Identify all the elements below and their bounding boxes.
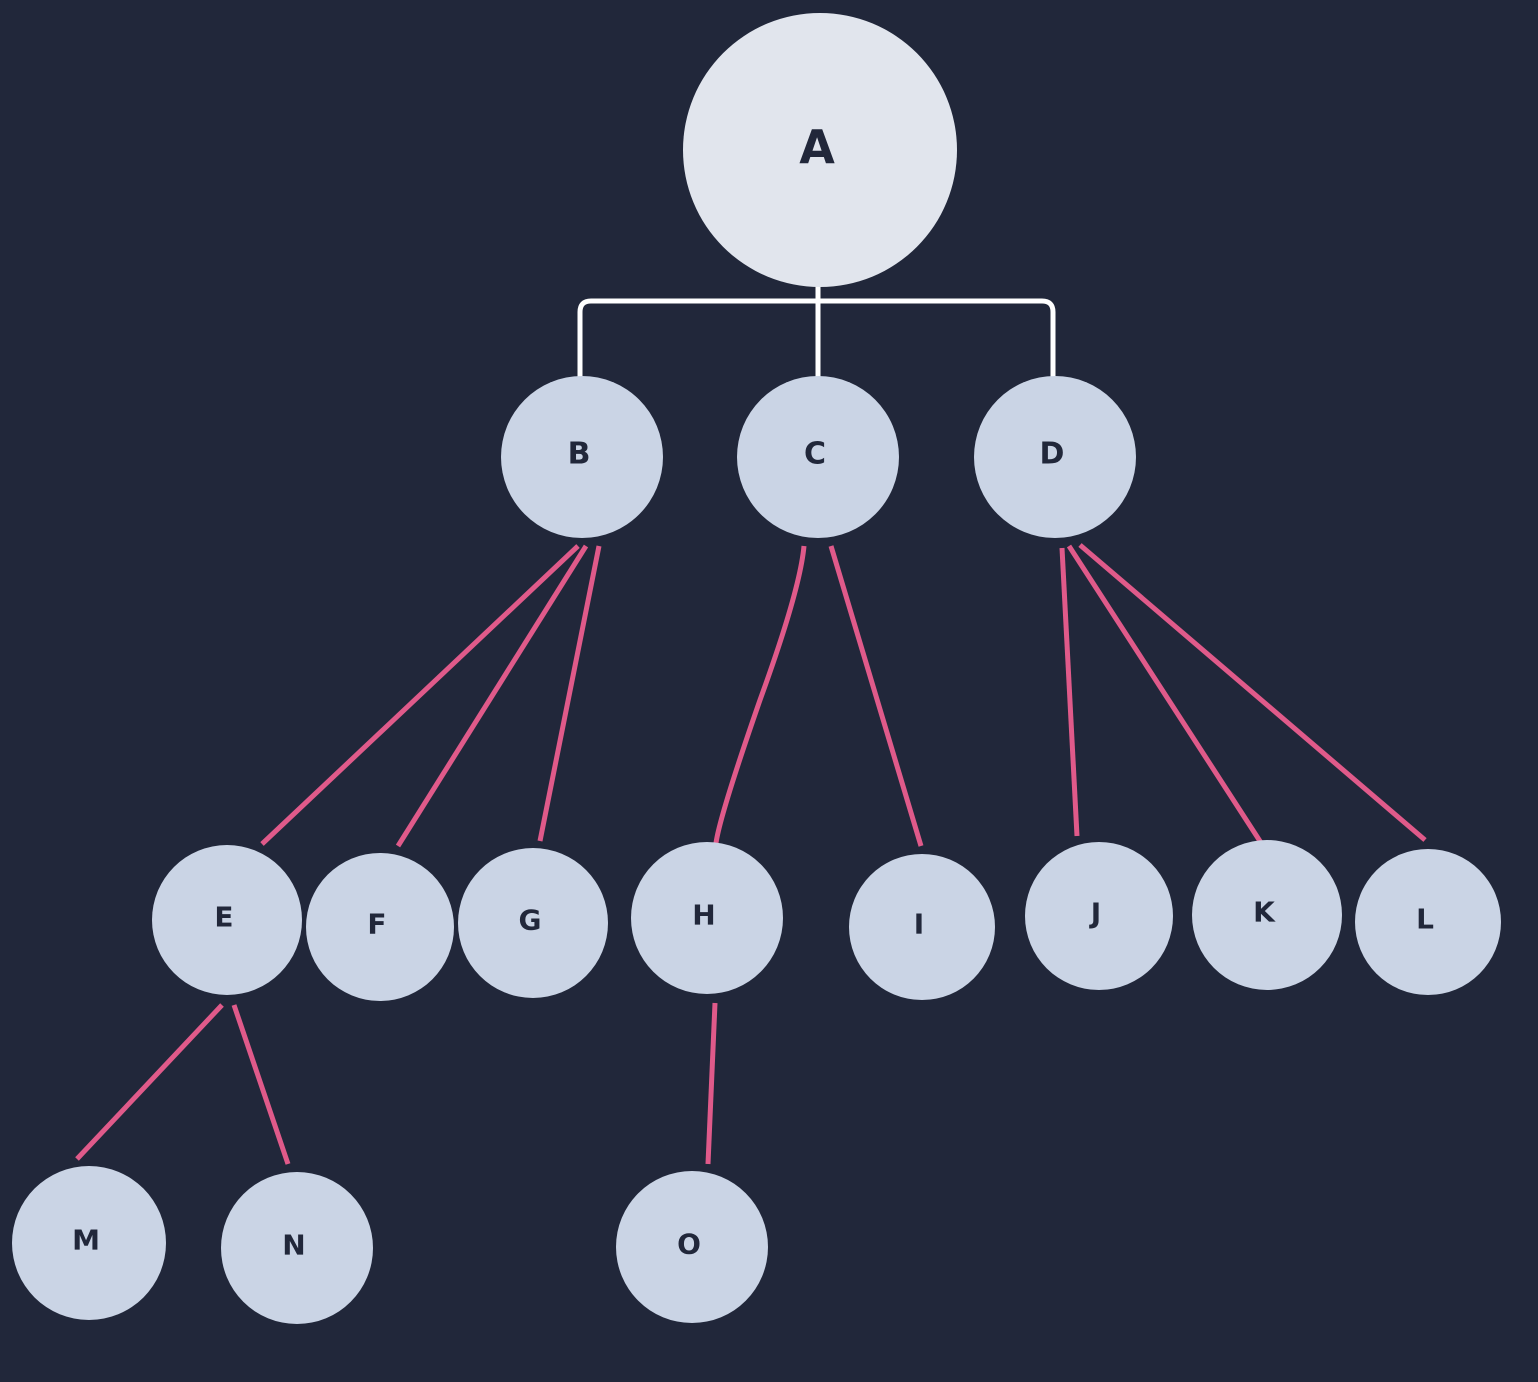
edge-E-M [75,1003,224,1161]
node-label: G [519,904,542,937]
node-circle [1192,840,1342,990]
node-M: M [12,1166,166,1320]
edge-H-O [705,1002,718,1165]
node-circle [458,848,608,998]
node-label: J [1089,897,1101,930]
node-E: E [152,845,302,995]
node-B: B [501,376,663,538]
node-label: N [282,1229,305,1262]
node-O: O [616,1171,768,1323]
edge-E-N [231,1004,291,1165]
edge-B-G [537,545,602,842]
node-label: A [799,120,835,174]
node-circle [1355,849,1501,995]
node-label: E [214,901,233,934]
node-J: J [1025,842,1173,990]
node-circle [306,853,454,1001]
node-label: L [1416,903,1434,936]
node-label: O [677,1228,701,1261]
edge-B-F [395,544,589,848]
edge-D-L [1078,543,1427,842]
node-label: F [367,908,386,941]
node-K: K [1192,840,1342,990]
node-D: D [974,376,1136,538]
node-circle [849,854,995,1000]
node-circle [152,845,302,995]
node-circle [501,376,663,538]
node-label: K [1253,896,1276,929]
node-label: B [568,437,591,472]
node-circle [737,376,899,538]
node-label: C [804,437,826,472]
node-circle [631,842,783,994]
node-I: I [849,854,995,1000]
node-N: N [221,1172,373,1324]
edge-C-H [713,545,807,844]
node-F: F [306,853,454,1001]
node-circle [221,1172,373,1324]
edge-D-J [1059,547,1080,837]
node-H: H [631,842,783,994]
node-circle [616,1171,768,1323]
node-circle [974,376,1136,538]
edge-D-K [1066,544,1270,854]
node-label: H [692,899,715,932]
node-label: M [72,1224,100,1257]
edge-B-E [260,544,580,846]
node-label: D [1040,437,1065,472]
node-label: I [914,908,924,941]
node-C: C [737,376,899,538]
node-circle [12,1166,166,1320]
node-A: A [683,13,957,287]
node-circle [683,13,957,287]
edge-A-bracket [577,285,1056,377]
edge-C-I [828,545,924,847]
node-L: L [1355,849,1501,995]
node-circle [1025,842,1173,990]
node-G: G [458,848,608,998]
